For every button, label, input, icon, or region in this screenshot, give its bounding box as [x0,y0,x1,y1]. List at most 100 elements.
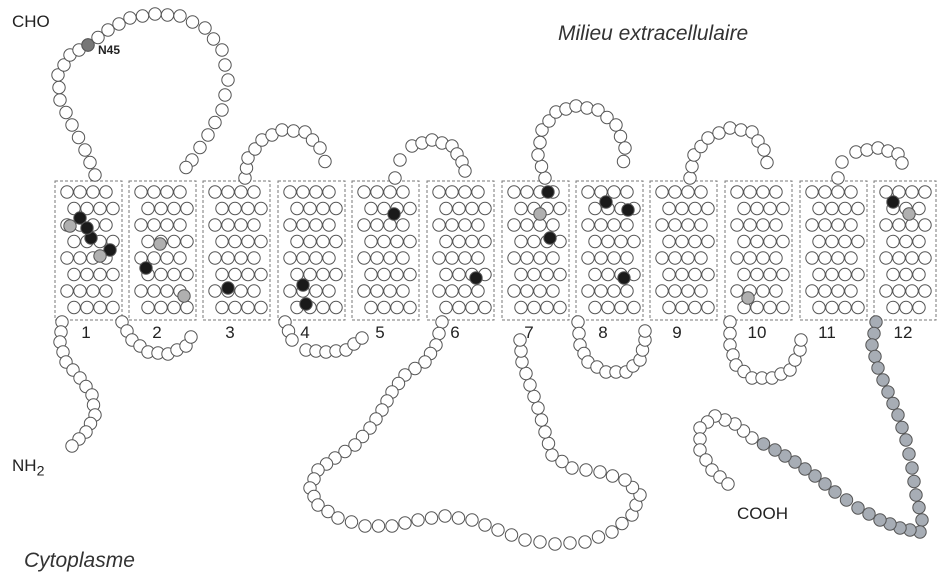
helix-7-residue [508,285,520,297]
helix-number-4: 4 [290,323,320,343]
helix-1-residue [94,301,106,313]
helix-2-residue [168,301,180,313]
helix-4-residue [297,219,309,231]
helix-2-residue [135,186,147,198]
helix-11-residue [813,268,825,280]
highlight-residue-dark [81,222,93,234]
helix-7-residue [547,285,559,297]
helix-1-residue [81,301,93,313]
helix-6-residue [433,252,445,264]
helix-3-residue [248,219,260,231]
helix-10-residue [751,202,763,214]
helix-9-residue [689,202,701,214]
extracellular-loop-6-residue [896,157,908,169]
helix-5-residue [378,235,390,247]
helix-8-residue [608,219,620,231]
extracellular-loop-5-residue [684,172,696,184]
helix-7-residue [521,285,533,297]
helix-10-residue [777,268,789,280]
helix-9-residue [663,235,675,247]
helix-12-residue [893,219,905,231]
cytoplasmic-loop-large-residue [532,402,544,414]
helix-1-residue [68,301,80,313]
helix-5-residue [378,268,390,280]
helix-8-residue [602,268,614,280]
helix-10-residue [764,235,776,247]
helix-number-3: 3 [215,323,245,343]
cytoplasmic-loop-large-residue [515,345,527,357]
cytoplasmic-loop-large-residue [479,519,491,531]
c-terminal-residue [819,478,831,490]
helix-3-residue [235,219,247,231]
extracellular-loop-1-residue [222,74,234,86]
helix-10-residue [757,252,769,264]
extracellular-loop-1-residue [66,119,78,131]
helix-5-residue [404,301,416,313]
helix-11-residue [852,268,864,280]
helix-9-residue [669,285,681,297]
helix-9-residue [702,301,714,313]
helix-9-residue [682,186,694,198]
helix-8-residue [595,219,607,231]
helix-6-residue [440,202,452,214]
cytoplasmic-loop-large-residue [520,367,532,379]
c-terminus-label: COOH [737,504,788,524]
helix-1-residue [94,202,106,214]
helix-5-residue [391,235,403,247]
cytoplasmic-loop-large-residue [505,529,517,541]
helix-12-residue [893,285,905,297]
c-terminal-residue [866,339,878,351]
helix-6-residue [440,235,452,247]
helix-1-residue [74,285,86,297]
membrane-box-11 [800,181,867,320]
c-terminal-residue [872,362,884,374]
helix-3-residue [229,301,241,313]
helix-7-residue [547,219,559,231]
helix-2-residue [168,268,180,280]
c-terminal-residue [906,462,918,474]
helix-3-residue [255,301,267,313]
highlight-residue-grey [903,208,915,220]
helix-6-residue [446,219,458,231]
helix-9-residue [676,268,688,280]
helix-2-residue [174,186,186,198]
helix-12-residue [887,268,899,280]
helix-9-residue [656,186,668,198]
helix-11-residue [839,202,851,214]
cytoplasmic-loop-large-residue [546,449,558,461]
helix-5-residue [365,235,377,247]
cytoplasmic-loop-large-residue [412,514,424,526]
highlight-residue-dark [542,186,554,198]
helix-5-residue [404,268,416,280]
cytoplasmic-loop-large-residue [606,470,618,482]
extracellular-loop-5-residue [735,124,747,136]
helix-12-residue [880,285,892,297]
helix-2-residue [148,252,160,264]
cytoplasmic-loop-large-residue [439,510,451,522]
extracellular-loop-3-residue [389,172,401,184]
helix-11-residue [806,219,818,231]
helix-number-11: 11 [812,323,842,343]
extracellular-loop-4-residue [570,100,582,112]
helix-4-residue [310,285,322,297]
helix-5-residue [384,186,396,198]
helix-3-residue [222,219,234,231]
helix-6-residue [472,252,484,264]
glycosylation-residue [82,39,94,51]
helix-11-residue [839,268,851,280]
c-terminal-residue [910,489,922,501]
helix-11-residue [845,252,857,264]
c-terminal-residue [908,475,920,487]
helix-9-residue [695,285,707,297]
helix-1-residue [107,301,119,313]
helix-3-residue [222,252,234,264]
helix-9-residue [695,252,707,264]
helix-2-residue [135,285,147,297]
cytoplasmic-loop-large-residue [492,524,504,536]
helix-11-residue [826,235,838,247]
cytoplasmic-loop-3-residue [639,325,651,337]
helix-9-residue [676,202,688,214]
helix-5-residue [397,219,409,231]
extracellular-loop-1-residue [216,104,228,116]
helix-9-residue [689,268,701,280]
